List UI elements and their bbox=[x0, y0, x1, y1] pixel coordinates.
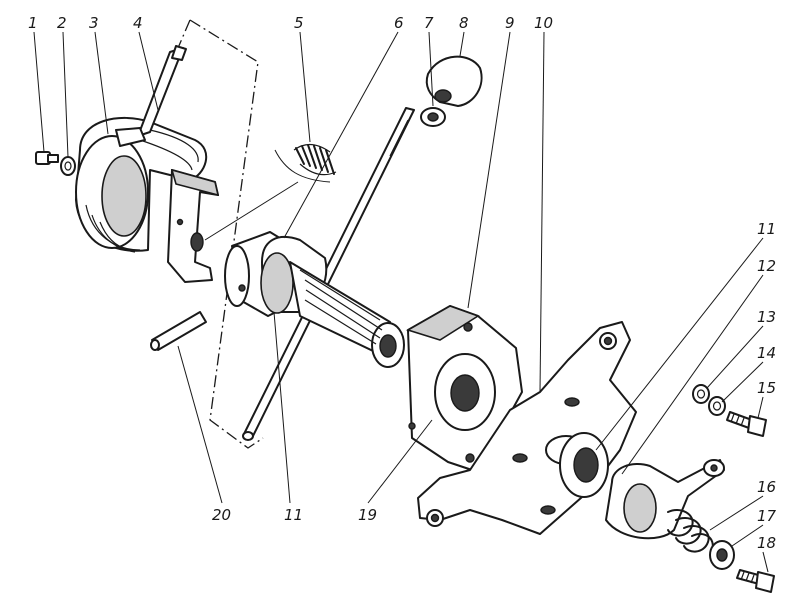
yoke-bracket bbox=[167, 168, 220, 283]
part-2-washer bbox=[60, 156, 76, 176]
callout-8: 8 bbox=[459, 14, 469, 32]
callout-17: 17 bbox=[757, 507, 777, 525]
part-9-housing bbox=[406, 305, 523, 471]
part-14-lock-washer bbox=[708, 396, 726, 416]
leader-lines bbox=[33, 31, 769, 573]
part-6-rod bbox=[242, 107, 415, 441]
callout-14: 14 bbox=[757, 344, 776, 362]
part-3-clamp-ring bbox=[75, 116, 208, 253]
part-11-thick-washer bbox=[559, 432, 609, 498]
part-17-washer bbox=[709, 540, 735, 570]
callout-7: 7 bbox=[424, 14, 434, 32]
callout-11-right: 11 bbox=[757, 220, 776, 238]
callout-9: 9 bbox=[505, 14, 515, 32]
part-20-pin bbox=[150, 311, 207, 351]
callout-12: 12 bbox=[757, 257, 776, 275]
callout-4: 4 bbox=[133, 14, 143, 32]
callout-11-left: 11 bbox=[284, 506, 303, 524]
callout-15: 15 bbox=[757, 379, 776, 397]
part-7-nut bbox=[420, 107, 446, 127]
part-5-spring bbox=[293, 143, 337, 176]
callout-6: 6 bbox=[394, 14, 404, 32]
callout-1: 1 bbox=[28, 14, 38, 32]
callout-18: 18 bbox=[757, 534, 776, 552]
part-15-bolt bbox=[726, 411, 767, 437]
callout-labels: 1 2 3 4 5 6 7 8 9 10 11 12 13 14 15 16 1… bbox=[28, 14, 777, 552]
callout-16: 16 bbox=[757, 478, 776, 496]
part-11-splined-shaft bbox=[224, 231, 405, 368]
callout-2: 2 bbox=[57, 14, 67, 32]
part-4-lever bbox=[115, 45, 187, 147]
part-8-knob bbox=[425, 55, 483, 107]
callout-20: 20 bbox=[212, 506, 231, 524]
part-13-washer bbox=[692, 384, 710, 404]
part-18-bolt bbox=[736, 569, 775, 593]
part-1-bolt bbox=[35, 151, 59, 165]
callout-13: 13 bbox=[757, 308, 776, 326]
part-12-cup-lever bbox=[605, 459, 725, 540]
callout-10: 10 bbox=[534, 14, 553, 32]
callout-19: 19 bbox=[358, 506, 377, 524]
callout-3: 3 bbox=[89, 14, 99, 32]
callout-5: 5 bbox=[294, 14, 304, 32]
